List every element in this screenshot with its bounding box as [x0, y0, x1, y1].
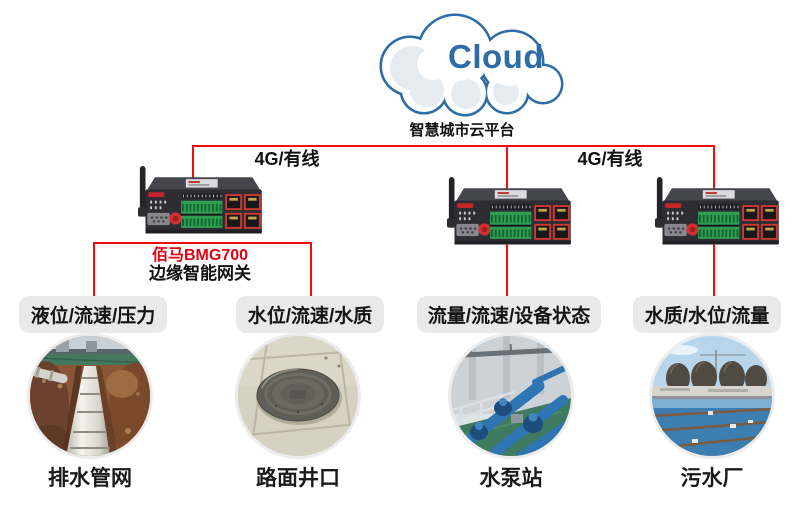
pump-station-scene-icon	[451, 336, 571, 456]
gateway-device-left	[132, 166, 264, 241]
bracket-horizontal	[93, 242, 312, 244]
link-label-right: 4G/有线	[577, 149, 643, 169]
site-label-sewage: 污水厂	[680, 467, 744, 490]
connector-drop-left	[192, 145, 194, 178]
platform-label: 智慧城市云平台	[409, 122, 515, 139]
connector-backbone	[192, 145, 715, 147]
photo-road-manhole	[235, 333, 361, 459]
sensor-box-water-level: 水位/流速/水质	[236, 296, 384, 333]
photo-sewage-plant	[649, 333, 775, 459]
sensor-box-flow-status: 流量/流速/设备状态	[417, 296, 601, 333]
bracket-drop-left	[93, 242, 95, 296]
sewage-plant-scene-icon	[652, 336, 772, 456]
connector-drop-right	[713, 145, 715, 189]
gateway-device-right	[649, 177, 781, 252]
gateway-product-name: 边缘智能网关	[149, 264, 251, 283]
drainage-scene-icon	[30, 336, 150, 456]
manhole-scene-icon	[238, 336, 358, 456]
drop-middle-to-box	[506, 244, 508, 296]
photo-pump-station	[448, 333, 574, 459]
gateway-device-middle	[441, 177, 573, 252]
sensor-box-liquid-level: 液位/流速/压力	[19, 296, 167, 333]
cloud-label: Cloud	[448, 38, 544, 75]
gateway-name: 佰马BMG700 边缘智能网关	[110, 247, 290, 282]
sensor-box-water-quality: 水质/水位/流量	[633, 296, 781, 333]
gateway-brand-model: 佰马BMG700	[151, 247, 249, 264]
cloud-icon: Cloud	[379, 13, 564, 117]
site-label-drainage: 排水管网	[48, 467, 132, 490]
bracket-drop-right	[310, 242, 312, 296]
site-label-manhole: 路面井口	[256, 467, 340, 490]
site-label-pump: 水泵站	[479, 467, 543, 490]
drop-right-to-box	[713, 244, 715, 296]
photo-drainage-network	[27, 333, 153, 459]
connector-drop-middle	[506, 145, 508, 189]
link-label-left: 4G/有线	[254, 149, 320, 169]
